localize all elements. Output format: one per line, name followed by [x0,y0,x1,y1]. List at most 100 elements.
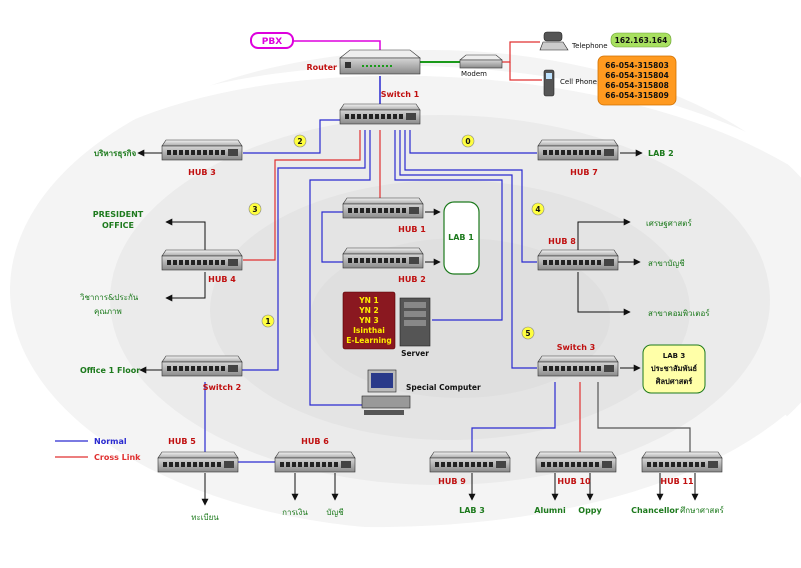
hub-11-label: HUB 11 [660,477,694,486]
phone-number: 66-054-315808 [605,81,669,90]
dept-liberal-arts: ศึกษาศาสตร์ [680,505,724,515]
switch-3-label: Switch 3 [557,343,596,352]
lab-3-box-line2: ศิลปศาสตร์ [655,377,693,386]
ip-badge: 162.163.164 [610,32,672,48]
hub-5: HUB 5 [157,437,239,473]
lab-3-box-line1: ประชาสัมพันธ์ [651,364,698,373]
dept-accounts: บัญชี [326,508,344,517]
dept-lab3: LAB 3 [459,506,485,515]
dept-lab2: LAB 2 [648,149,674,158]
phone-numbers-box: 66-054-315803 66-054-315804 66-054-31580… [597,55,677,106]
dept-admin: บริหารธุรกิจ [94,149,136,159]
switch-2-label: Switch 2 [203,383,242,392]
marker-label: 5 [525,329,530,338]
marker-label: 4 [535,205,540,214]
cell-phone-icon: Cell Phone [543,69,597,97]
hub-7: HUB 7 [537,139,619,177]
hub-3: HUB 3 [161,139,243,177]
hub-1-label: HUB 1 [398,225,426,234]
hub-2: HUB 2 [342,247,426,284]
hub-10: HUB 10 [535,451,617,486]
dept-econ: เศรษฐศาสตร์ [646,218,692,228]
router-device: Router [306,49,421,75]
marker: 4 [531,202,545,216]
server-service: YN 2 [358,306,379,315]
marker: 1 [261,314,275,328]
server-service: YN 3 [358,316,379,325]
marker: 2 [293,134,307,148]
telephone-icon: Telephone [539,31,608,51]
switch-1-label: Switch 1 [381,90,420,99]
server-service: E-Learning [346,336,391,345]
pbx-label: PBX [262,37,282,47]
server-services-box: YN 1 YN 2 YN 3 Isinthai E-Learning [342,291,396,350]
dept-computer: สาขาคอมพิวเตอร์ [648,308,710,318]
dept-office1: Office 1 Floor [80,366,140,375]
hub-4: HUB 4 [161,249,243,284]
dept-academic-line1: วิชาการ&ประกัน [79,293,138,302]
phone-number: 66-054-315809 [605,91,669,100]
special-computer-label: Special Computer [406,383,481,392]
hub-8: HUB 8 [537,237,619,271]
hub-2-label: HUB 2 [398,275,426,284]
marker: 3 [248,202,262,216]
hub-7-label: HUB 7 [570,168,598,177]
marker: 0 [461,134,475,148]
hub-6-label: HUB 6 [301,437,329,446]
marker-label: 0 [465,137,470,146]
server-service: Isinthai [353,326,385,335]
hub-8-label: HUB 8 [548,237,576,246]
hub-6: HUB 6 [274,437,356,473]
legend-normal: Normal [94,437,127,446]
cell-phone-label: Cell Phone [560,78,597,86]
hub-11: HUB 11 [641,451,723,486]
server-tower-icon: Server [399,297,431,358]
lab-1-box: LAB 1 [443,201,480,275]
ip-address: 162.163.164 [615,36,668,45]
hub-5-label: HUB 5 [168,437,196,446]
pbx-node: PBX [250,32,294,49]
phone-number: 66-054-315803 [605,61,669,70]
switch-1: Switch 1 [339,90,421,125]
switch-3: Switch 3 [537,343,619,377]
hub-10-label: HUB 10 [557,477,591,486]
dept-finance: การเงิน [282,508,308,517]
dept-chancellor: Chancellor [631,506,679,515]
modem-device: Modem [459,54,503,78]
lab-3-box: LAB 3 ประชาสัมพันธ์ ศิลปศาสตร์ [642,344,706,394]
hub-9-label: HUB 9 [438,477,466,486]
hub-3-label: HUB 3 [188,168,216,177]
dept-registration: ทะเบียน [191,513,219,522]
modem-label: Modem [461,70,487,78]
lab-3-box-title: LAB 3 [663,352,686,360]
dept-alumni: Alumni [534,506,566,515]
connection-lines [204,40,691,463]
switch-2: Switch 2 [161,355,243,392]
hub-4-label: HUB 4 [208,275,236,284]
server-service: YN 1 [358,296,379,305]
department-labels: บริหารธุรกิจ LAB 2 PRESIDENT OFFICE วิชา… [79,149,724,522]
legend: Normal Cross Link [55,437,141,462]
dept-oppy: Oppy [578,506,602,515]
hub-9: HUB 9 [429,451,511,486]
router-label: Router [306,63,337,72]
marker-label: 1 [265,317,270,326]
legend-cross-link: Cross Link [94,453,141,462]
telephone-label: Telephone [571,42,608,50]
dept-academic-line2: คุณภาพ [94,307,122,316]
link-markers: 2 0 3 4 1 5 [248,134,545,340]
department-arrows [137,149,699,506]
special-computer-icon: Special Computer [361,369,481,415]
dept-president-line2: OFFICE [102,221,134,230]
marker: 5 [521,326,535,340]
hub-1: HUB 1 [342,197,426,234]
server-label: Server [401,349,429,358]
phone-number: 66-054-315804 [605,71,669,80]
marker-label: 3 [252,205,257,214]
dept-accounting: สาขาบัญชี [648,259,685,268]
dept-president-line1: PRESIDENT [93,210,144,219]
marker-label: 2 [297,137,302,146]
lab-1-label: LAB 1 [448,233,474,242]
